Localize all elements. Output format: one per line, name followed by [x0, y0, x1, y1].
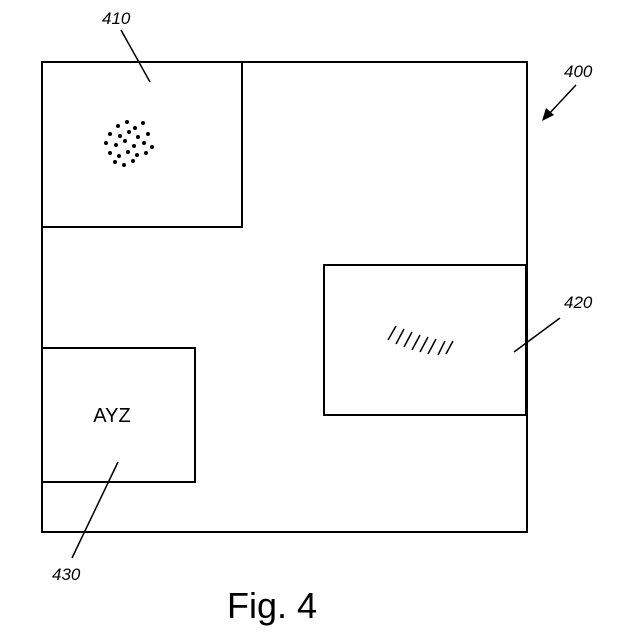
outer-frame	[42, 62, 527, 532]
region-430-text: AYZ	[93, 405, 130, 427]
leader-410	[121, 30, 150, 82]
leader-420	[514, 318, 560, 352]
ref-label-430: 430	[52, 565, 81, 584]
figure-caption: Fig. 4	[227, 585, 317, 626]
leader-430	[72, 462, 118, 558]
dot-pattern-icon	[104, 120, 154, 167]
arrow-400-icon	[542, 85, 576, 121]
region-410-box	[42, 62, 242, 227]
ref-label-400: 400	[564, 62, 593, 81]
ref-label-420: 420	[564, 293, 593, 312]
region-420-box	[324, 265, 526, 415]
ref-label-410: 410	[102, 9, 131, 28]
hatch-pattern-icon	[388, 326, 453, 355]
